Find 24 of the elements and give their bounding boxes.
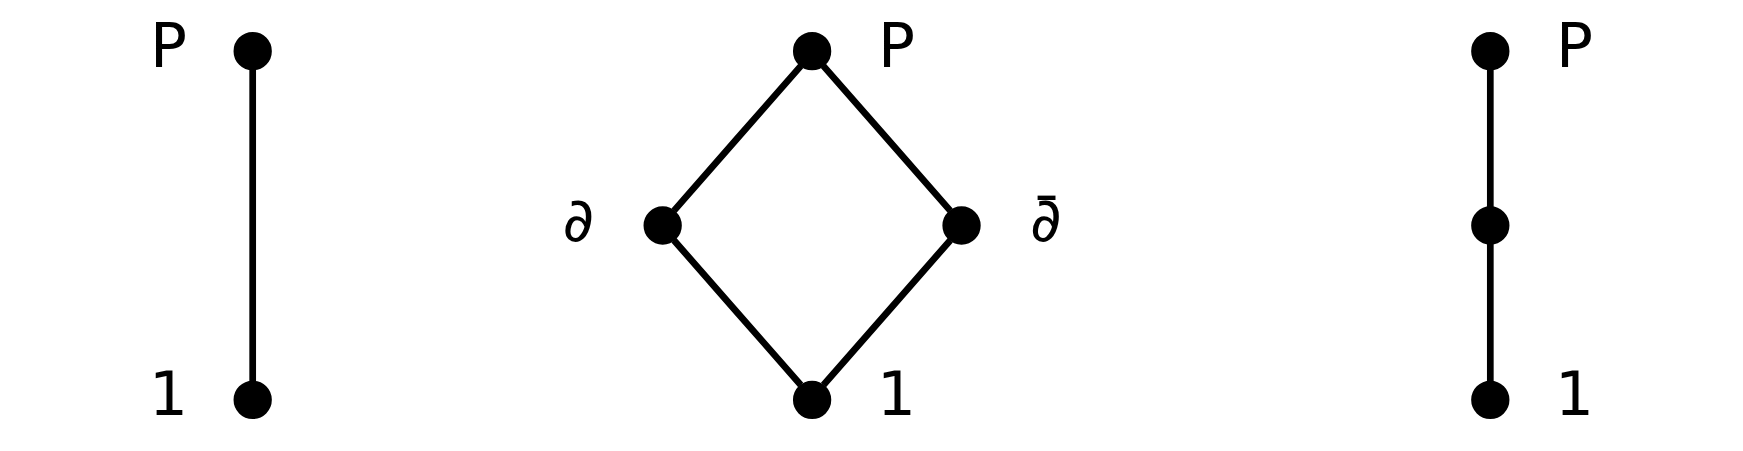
node-label: P xyxy=(1556,9,1594,81)
node-label: ∂ xyxy=(562,184,595,256)
node-circle xyxy=(1471,380,1510,419)
node-label: P xyxy=(149,9,187,81)
connector xyxy=(1486,243,1494,382)
node-circle xyxy=(942,206,981,245)
node-circle xyxy=(643,206,682,245)
node-label: ∂̄ xyxy=(1029,184,1062,256)
node-label: 1 xyxy=(148,358,188,430)
connector xyxy=(820,63,953,213)
node-circle xyxy=(792,32,832,71)
node-label: P xyxy=(877,9,915,81)
connector xyxy=(671,63,804,213)
connector xyxy=(671,238,804,388)
node-circle xyxy=(1471,206,1510,245)
node-circle xyxy=(1471,32,1510,71)
node-circle xyxy=(233,380,272,419)
connector xyxy=(820,238,953,388)
node-circle xyxy=(233,32,272,71)
node-circle xyxy=(792,380,832,419)
node-label: 1 xyxy=(876,358,916,430)
node-label: 1 xyxy=(1555,358,1595,430)
connector xyxy=(249,69,257,381)
connector xyxy=(1486,69,1494,208)
